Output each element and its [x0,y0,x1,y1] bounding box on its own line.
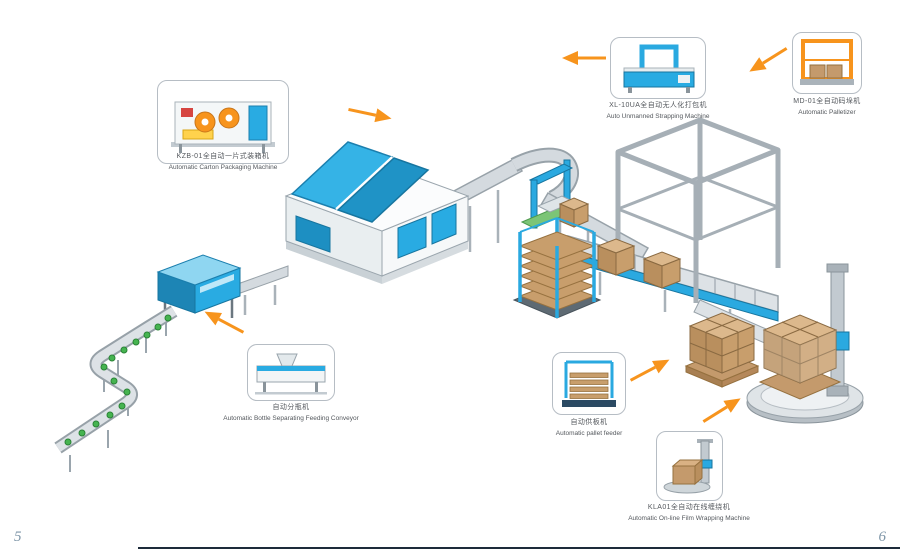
palletizer-arrow-icon [749,47,788,72]
film-wrapping-thumbnail [663,439,713,494]
film-wrapping-arrow-icon [702,398,741,423]
bottle-separating-arrow-icon [204,311,245,334]
strapping-machine [520,159,590,229]
bottle-separator-machine [156,254,242,322]
bottle-infeed-conveyor [54,305,178,472]
footer-rule [138,547,900,549]
bottle-separating-thumbnail [255,353,327,395]
film-wrapping-caption: KLA01全自动在线缠绕机 Automatic On-line Film Wra… [599,503,779,523]
strapping-caption: XL-10UA全自动无人化打包机 Auto Unmanned Strapping… [568,101,748,121]
page-number-left: 5 [14,529,22,545]
pallet-feeder-caption-en: Automatic pallet feeder [555,429,623,437]
palletized-load-1 [684,312,760,388]
carton-packaging-caption-zh: KZB-01全自动一片式装箱机 [176,153,270,160]
callout-palletizer [792,32,862,94]
callout-pallet-feeder [552,352,626,415]
palletizer-caption-zh: MD-01全自动码垛机 [793,98,861,105]
pallet-feeder-caption-zh: 自动供板机 [570,419,608,426]
palletizer-caption-en: Automatic Palletizer [798,108,856,116]
bottle-separating-caption-en: Automatic Bottle Separating Feeding Conv… [223,414,359,422]
cartons-on-conveyor [596,238,682,289]
callout-bottle-separating [247,344,335,401]
film-wrapping-caption-en: Automatic On-line Film Wrapping Machine [628,514,750,522]
callout-film-wrapping [656,431,723,501]
palletizer-caption: MD-01全自动码垛机 Automatic Palletizer [737,97,900,117]
film-wrapping-station [746,263,864,424]
strapping-arrow-icon [562,51,606,65]
callout-carton-packaging [157,80,289,164]
bottle-separating-caption: 自动分瓶机 Automatic Bottle Separating Feedin… [196,403,386,423]
pallet-feeder-arrow-icon [629,359,670,382]
strapping-caption-zh: XL-10UA全自动无人化打包机 [609,102,707,109]
carton-packaging-caption: KZB-01全自动一片式装箱机 Automatic Carton Packagi… [133,152,313,172]
strapping-thumbnail [623,44,695,93]
bottles [64,314,172,446]
pallet-feeder-thumbnail [562,360,616,407]
carton-packaging-thumbnail [171,101,275,153]
carton-packaging-arrow-icon [348,107,392,123]
strapping-caption-en: Auto Unmanned Strapping Machine [606,112,710,120]
carton-packaging-machine [231,141,470,315]
film-wrapping-caption-zh: KLA01全自动在线缠绕机 [647,504,731,511]
palletizer-thumbnail [800,39,854,85]
carton-packaging-caption-en: Automatic Carton Packaging Machine [168,163,278,171]
callout-strapping [610,37,706,99]
pallet-feeder-caption: 自动供板机 Automatic pallet feeder [499,418,679,438]
pallet-feeder-stack [512,217,602,319]
bottle-separating-caption-zh: 自动分瓶机 [272,404,310,411]
carton-on-conveyor [558,197,590,228]
page-number-right: 6 [878,529,887,545]
